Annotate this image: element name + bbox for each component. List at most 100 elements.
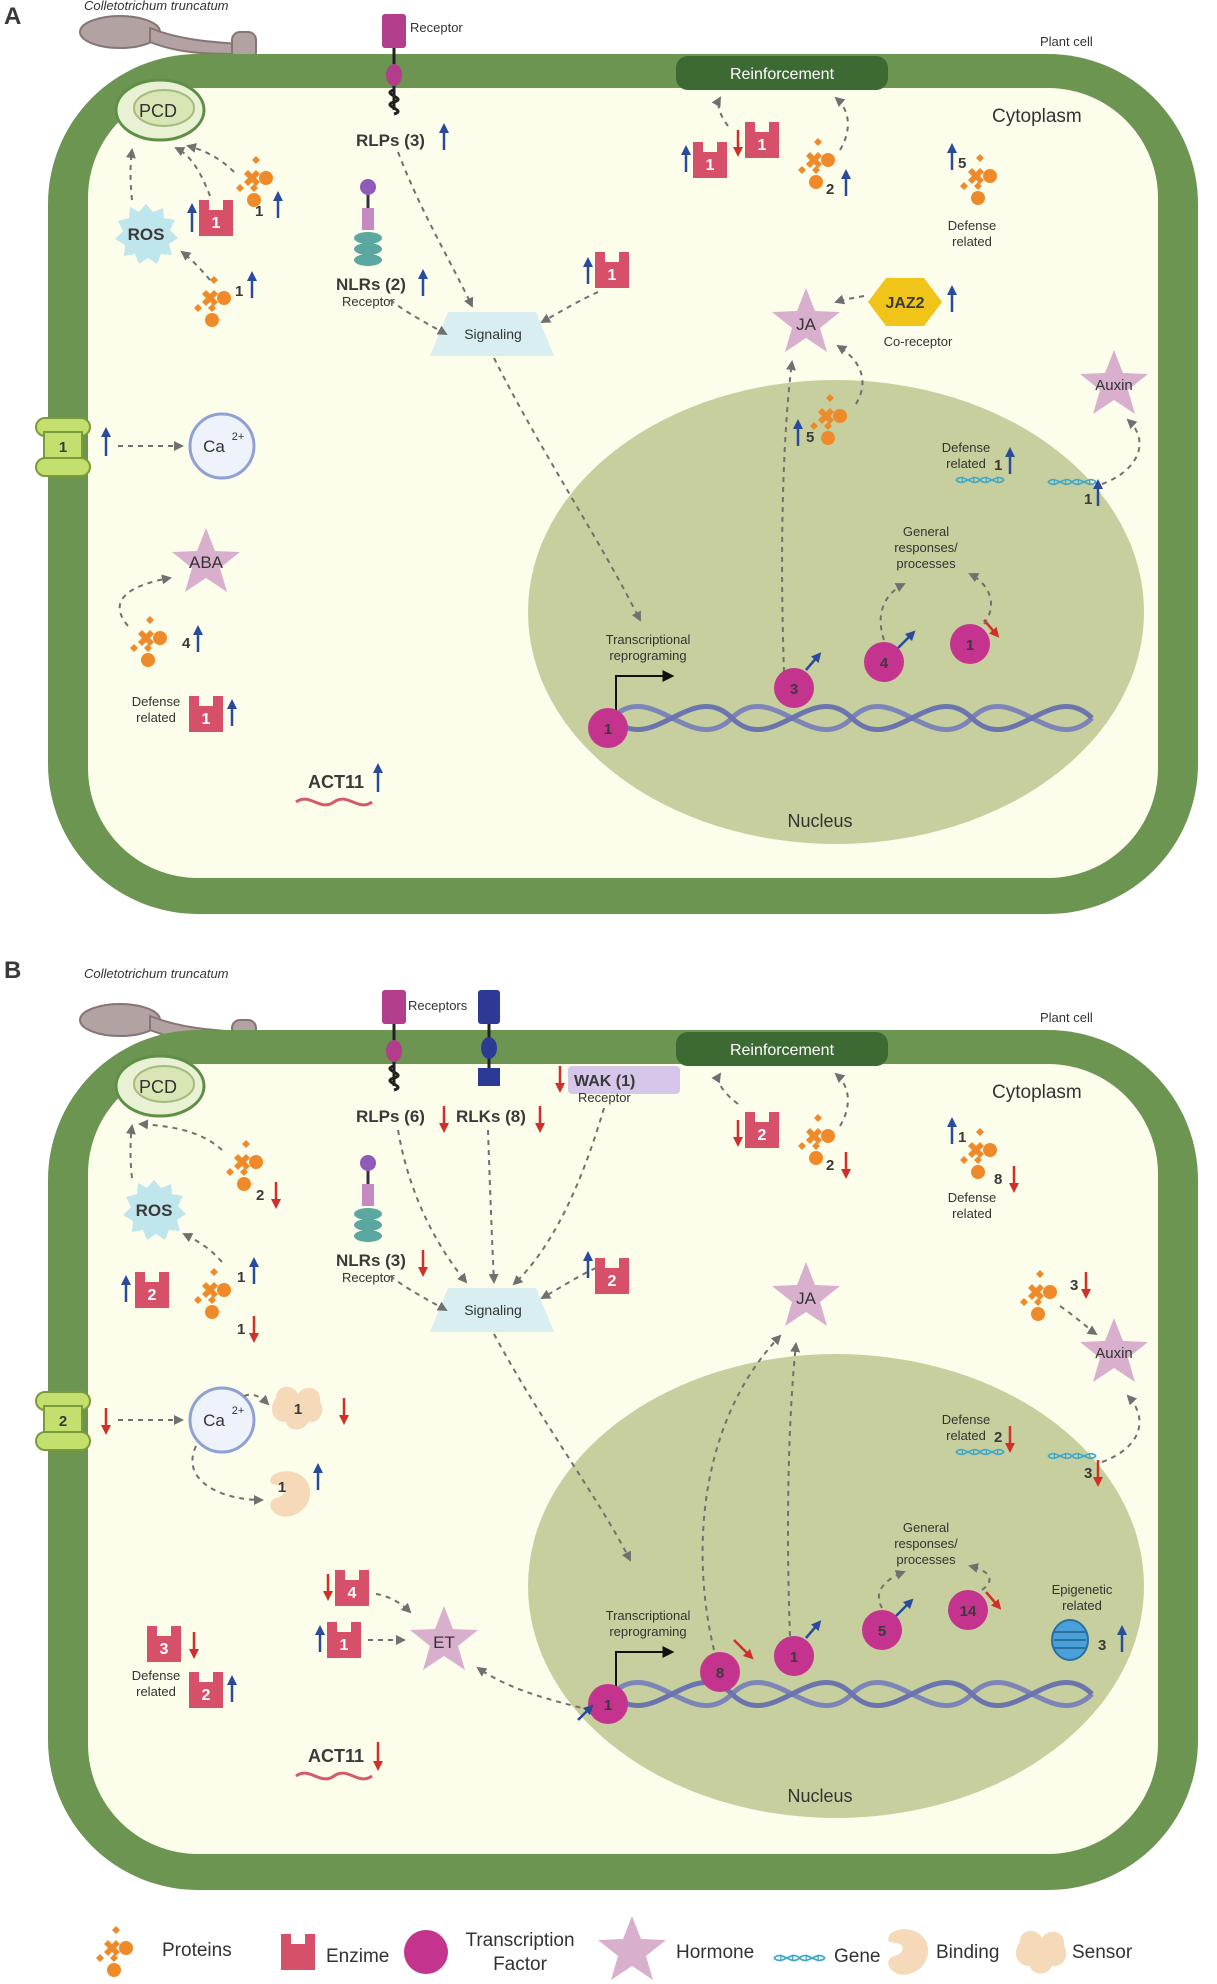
pcd-label: PCD — [139, 1077, 177, 1097]
nucleus-label: Nucleus — [787, 811, 852, 831]
tf-main-count: 1 — [604, 721, 612, 738]
legend-proteins: Proteins — [162, 1940, 232, 1961]
act11-gene — [295, 1771, 373, 1781]
defense-enzyme-label-2: related — [136, 1684, 176, 1699]
act11-gene — [295, 797, 373, 807]
transcriptional-label: Transcriptional — [606, 1608, 691, 1623]
tf-e — [950, 624, 990, 664]
jaz2-label: JAZ2 — [885, 295, 924, 312]
legend-binding-icon — [888, 1929, 929, 1975]
tf-e-count: 1 — [966, 637, 974, 654]
signaling-box — [430, 312, 554, 356]
defense-label-2: related — [952, 1206, 992, 1221]
receptors-label: Receptors — [408, 998, 468, 1013]
protein-aba-count: 4 — [182, 635, 191, 652]
reinforcement-label: Reinforcement — [730, 1042, 835, 1059]
act11-label: ACT11 — [308, 1746, 364, 1766]
signaling-label: Signaling — [464, 1302, 522, 1318]
nlr-receptor — [354, 1155, 382, 1242]
tf-b-count: 8 — [716, 1665, 724, 1682]
tf-d — [862, 1610, 902, 1650]
reinforcement-bar — [676, 56, 888, 90]
plant-cell-label: Plant cell — [1040, 34, 1093, 49]
legend-tf-2: Factor — [493, 1954, 548, 1975]
legend-binding: Binding — [936, 1942, 999, 1963]
general-label-2: responses/ — [894, 1536, 958, 1551]
tf-main — [588, 708, 628, 748]
protein-def-top-count: 5 — [958, 155, 966, 172]
protein-auxin-count: 3 — [1070, 1277, 1078, 1294]
enzyme-reinf-left-count: 1 — [706, 157, 715, 174]
channel-count: 1 — [59, 439, 67, 456]
legend-proteins-icon — [96, 1926, 133, 1977]
binding-top-count: 1 — [294, 1401, 302, 1418]
nucleus — [528, 1354, 1144, 1818]
ja-label: JA — [796, 315, 817, 334]
jaz2-hexagon — [868, 278, 942, 326]
et-label: ET — [433, 1633, 455, 1652]
plant-cell-label: Plant cell — [1040, 1010, 1093, 1025]
tf-c-count: 3 — [790, 681, 798, 698]
wak-receptor — [568, 1066, 680, 1094]
calcium-channel — [35, 417, 91, 477]
protein-reinf-count: 2 — [826, 181, 834, 198]
tf-b — [700, 1652, 740, 1692]
et-enzyme-bottom-count: 1 — [340, 1637, 349, 1654]
pathogen-label: Colletotrichum truncatum — [84, 0, 229, 13]
receptor-label: Receptor — [410, 20, 463, 35]
transcriptional-label: Transcriptional — [606, 632, 691, 647]
general-label-3: processes — [896, 1552, 956, 1567]
protein-ros2-count: 1 — [237, 1321, 245, 1338]
tf-e-count: 14 — [960, 1603, 977, 1620]
auxin-label: Auxin — [1095, 377, 1133, 394]
et-enzyme-top-count: 4 — [348, 1585, 357, 1602]
panel-letter: A — [4, 3, 21, 30]
signaling-box — [430, 1288, 554, 1332]
act11-label: ACT11 — [308, 772, 364, 792]
general-label-2: responses/ — [894, 540, 958, 555]
protein-reinf-count: 2 — [826, 1157, 834, 1174]
signaling-label: Signaling — [464, 326, 522, 342]
nlr-receptor — [354, 179, 382, 266]
pathogen-label: Colletotrichum truncatum — [84, 966, 229, 981]
protein-ros-count: 1 — [235, 283, 243, 300]
rlks-label: RLKs (8) — [456, 1107, 526, 1126]
ja-label: JA — [796, 1289, 817, 1308]
aba-label: ABA — [189, 553, 224, 572]
legend-hormone: Hormone — [676, 1942, 754, 1963]
calcium-label: Ca — [203, 1411, 225, 1430]
enzyme-reinf-right-count: 1 — [758, 137, 767, 154]
epigenetic-label-1: Epigenetic — [1052, 1582, 1113, 1597]
gene-hormone-count: 1 — [1084, 491, 1092, 508]
cytoplasm-label: Cytoplasm — [992, 106, 1082, 127]
legend-tf-1: Transcription — [465, 1930, 574, 1951]
nlrs-label: NLRs (3) — [336, 1251, 406, 1270]
general-label-1: General — [903, 1520, 949, 1535]
enzyme-ros-count: 2 — [148, 1287, 157, 1304]
nucleosome — [1051, 1619, 1089, 1661]
panel-a: A Colletotrichum truncatum Plant cell Cy… — [4, 0, 1198, 914]
tf-c — [774, 1636, 814, 1676]
protein-def-top-count: 1 — [958, 1129, 966, 1146]
nucleus-label: Nucleus — [787, 1786, 852, 1806]
legend-enzyme: Enzime — [326, 1946, 389, 1967]
auxin-label: Auxin — [1095, 1345, 1133, 1362]
rlps-label: RLPs (6) — [356, 1107, 425, 1126]
ros-label: ROS — [136, 1201, 173, 1220]
enzyme-defense-left-count: 1 — [202, 711, 211, 728]
rlps-label: RLPs (3) — [356, 131, 425, 150]
nlrs-label: NLRs (2) — [336, 275, 406, 294]
gene-defense-count: 2 — [994, 1429, 1002, 1446]
nucleus — [528, 380, 1144, 844]
rlp-receptor — [382, 14, 406, 116]
tf-c — [774, 668, 814, 708]
gene-defense-label-2: related — [946, 1428, 986, 1443]
rlp-receptor — [382, 990, 406, 1092]
calcium-ion — [188, 1386, 256, 1454]
rlk-receptor — [478, 990, 500, 1086]
legend-sensor-icon — [1015, 1930, 1067, 1974]
pcd-label: PCD — [139, 101, 177, 121]
general-label-1: General — [903, 524, 949, 539]
binding-bottom-count: 1 — [278, 1479, 286, 1496]
